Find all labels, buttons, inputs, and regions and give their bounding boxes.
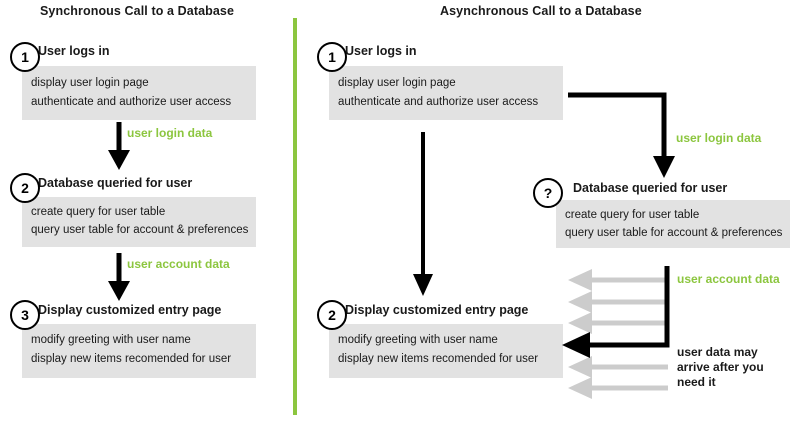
right-flow-label-1: user login data: [676, 131, 762, 145]
right-note-text: user data may arrive after you need it: [677, 345, 764, 389]
right-step-db-detail-line: create query for user table: [565, 209, 700, 221]
left-step-3-detail-line: modify greeting with user name: [31, 334, 191, 346]
left-step-2-heading: Database queried for user: [38, 176, 193, 190]
gray-return-arrow: [568, 312, 668, 334]
left-arrow-1: [108, 122, 130, 170]
left-step-1-detail-line: display user login page: [31, 77, 149, 89]
panel-divider: [293, 18, 297, 415]
right-step-2-heading: Display customized entry page: [345, 303, 529, 317]
right-step-1-detail-line: authenticate and authorize user access: [338, 96, 539, 108]
left-step-3-heading: Display customized entry page: [38, 303, 222, 317]
gray-return-arrow: [568, 291, 668, 313]
left-step-2-detail-line: query user table for account & preferenc…: [31, 224, 249, 236]
gray-return-arrow: [568, 269, 668, 291]
black-return-arrow: [562, 266, 670, 358]
right-step-1-detail-box: [329, 66, 563, 120]
right-step-db-detail-line: query user table for account & preferenc…: [565, 227, 783, 239]
right-step-2-number: 2: [317, 300, 347, 330]
left-step-1-number: 1: [10, 42, 40, 72]
left-step-1-heading: User logs in: [38, 44, 110, 58]
left-step-2-detail-box: [22, 197, 256, 247]
right-step-1-detail-line: display user login page: [338, 77, 456, 89]
right-step-db-number: ?: [533, 178, 563, 208]
gray-return-arrow: [568, 356, 668, 378]
left-step-2-number: 2: [10, 173, 40, 203]
right-main-thread-arrow: [413, 132, 433, 296]
right-step-2-detail-line: modify greeting with user name: [338, 334, 498, 346]
right-step-db-heading: Database queried for user: [573, 181, 728, 195]
right-step-2-detail-line: display new items recomended for user: [338, 353, 539, 365]
right-step-1-heading: User logs in: [345, 44, 417, 58]
left-step-1-detail-line: authenticate and authorize user access: [31, 96, 232, 108]
left-step-3-detail-line: display new items recomended for user: [31, 353, 232, 365]
right-step-db-detail-box: [556, 200, 790, 248]
left-flow-label-1: user login data: [127, 126, 213, 140]
right-step-2-detail-box: [329, 324, 563, 378]
left-step-1-detail-box: [22, 66, 256, 120]
right-step-1-number: 1: [317, 42, 347, 72]
left-step-3-number: 3: [10, 300, 40, 330]
right-flow-label-2: user account data: [677, 272, 780, 286]
left-arrow-2: [108, 253, 130, 301]
left-step-2-detail-line: create query for user table: [31, 206, 166, 218]
left-step-3-detail-box: [22, 324, 256, 378]
left-flow-label-2: user account data: [127, 257, 230, 271]
right-panel-title: Asynchronous Call to a Database: [440, 4, 642, 18]
left-panel-title: Synchronous Call to a Database: [40, 4, 235, 18]
right-async-call-arrow: [568, 92, 675, 178]
right-return-arrows: [562, 266, 670, 399]
gray-return-arrow: [568, 377, 668, 399]
